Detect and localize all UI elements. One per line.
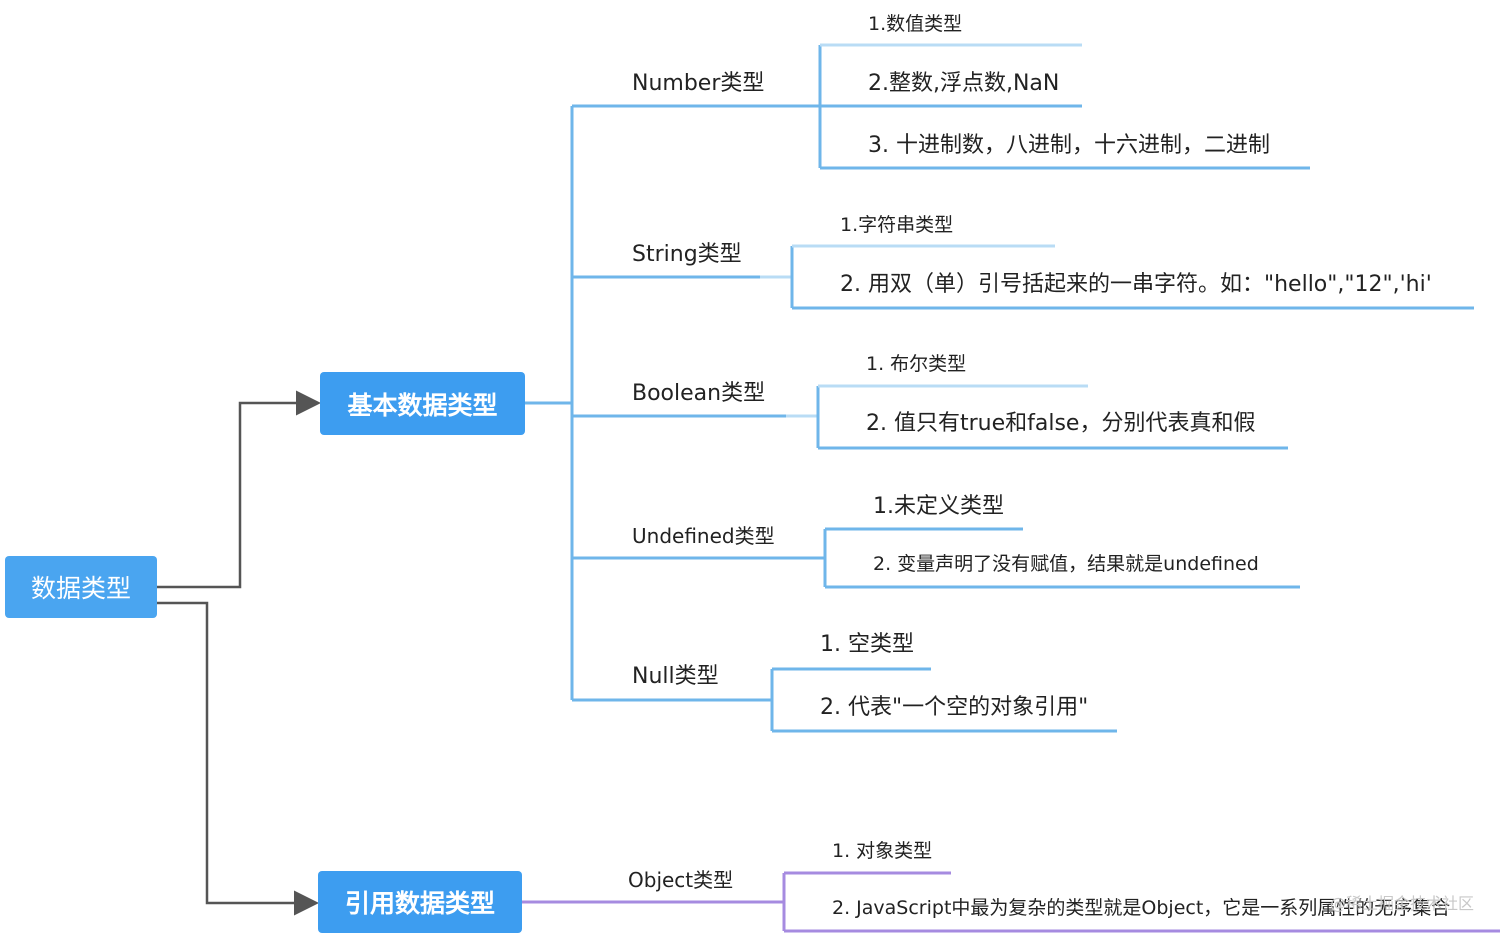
object-item-1[interactable]: 1. 对象类型 <box>832 840 933 862</box>
node-basic-data-types[interactable]: 基本数据类型 <box>320 372 525 435</box>
type-label-string[interactable]: String类型 <box>632 242 742 267</box>
type-label-boolean[interactable]: Boolean类型 <box>632 381 766 406</box>
number-item-1[interactable]: 1.数值类型 <box>868 13 963 35</box>
boolean-item-1[interactable]: 1. 布尔类型 <box>866 353 967 375</box>
undefined-item-2[interactable]: 2. 变量声明了没有赋值，结果就是undefined <box>873 553 1259 575</box>
string-item-1[interactable]: 1.字符串类型 <box>840 214 954 236</box>
root-node-data-types[interactable]: 数据类型 <box>5 556 157 618</box>
connector-root-reference <box>157 601 319 916</box>
number-item-3[interactable]: 3. 十进制数，八进制，十六进制，二进制 <box>868 133 1270 158</box>
object-item-2[interactable]: 2. JavaScript中最为复杂的类型就是Object，它是一系列属性的无序… <box>832 897 1451 919</box>
null-item-2[interactable]: 2. 代表"一个空的对象引用" <box>820 695 1089 720</box>
type-label-number[interactable]: Number类型 <box>632 71 765 96</box>
type-label-undefined[interactable]: Undefined类型 <box>632 524 775 548</box>
undefined-item-1[interactable]: 1.未定义类型 <box>873 494 1004 519</box>
boolean-item-2[interactable]: 2. 值只有true和false，分别代表真和假 <box>866 411 1256 436</box>
string-item-2[interactable]: 2. 用双（单）引号括起来的一串字符。如："hello","12",'hi' <box>840 272 1432 297</box>
null-item-1[interactable]: 1. 空类型 <box>820 632 914 657</box>
watermark-text: @稀土掘金技术社区 <box>1330 894 1475 913</box>
type-label-object[interactable]: Object类型 <box>628 868 734 892</box>
number-item-2[interactable]: 2.整数,浮点数,NaN <box>868 71 1060 96</box>
node-reference-data-types[interactable]: 引用数据类型 <box>318 871 522 933</box>
connector-root-basic <box>157 390 321 589</box>
type-label-null[interactable]: Null类型 <box>632 664 719 689</box>
